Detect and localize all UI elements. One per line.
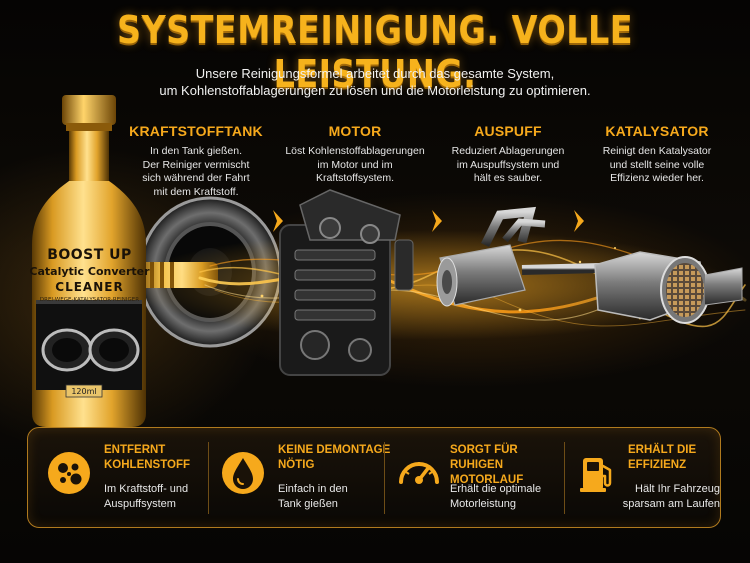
- benefit-divider: [564, 442, 565, 514]
- flow-arrows: [273, 210, 584, 232]
- subline-1: Unsere Reinigungsformel arbeitet durch d…: [195, 66, 555, 81]
- step-title-catalyst: KATALYSATOR: [605, 123, 709, 139]
- bottle-product-line: Catalytic Converter: [29, 265, 150, 278]
- bottle-shape: [32, 95, 146, 427]
- step-desc-fuel-tank: In den Tank gießen.Der Reiniger vermisch…: [142, 145, 250, 198]
- arrow-3-icon: [574, 210, 584, 232]
- exhaust-illustration: [436, 206, 601, 307]
- bottle-volume: 120ml: [71, 387, 97, 396]
- product-bottle: BOOST UP Catalytic Converter CLEANER DRE…: [22, 95, 157, 435]
- fuel-pump-icon: [580, 458, 612, 492]
- step-title-engine: MOTOR: [328, 123, 382, 139]
- bottle-product-type: CLEANER: [55, 280, 124, 294]
- subline-2: um Kohlenstoffablagerungen zu lösen und …: [159, 83, 591, 98]
- headline: SYSTEMREINIGUNG. VOLLE LEISTUNG.: [116, 8, 634, 96]
- gauge-icon: [399, 462, 439, 484]
- step-title-fuel-tank: KRAFTSTOFFTANK: [129, 123, 263, 139]
- arrow-1-icon: [273, 210, 283, 232]
- droplet-icon: [222, 452, 264, 494]
- benefit-divider: [384, 442, 385, 514]
- engine-illustration: [279, 189, 414, 376]
- catalytic-converter-illustration: [594, 251, 743, 324]
- arrow-2-icon: [432, 210, 442, 232]
- bottle-brand: BOOST UP: [47, 247, 132, 263]
- step-title-exhaust: AUSPUFF: [474, 123, 542, 139]
- benefit-divider: [208, 442, 209, 514]
- carbon-particles-icon: [48, 452, 90, 494]
- bottle-subtitle: DREI-WEGE-KATALYSATOR-REINIGER: [39, 297, 140, 303]
